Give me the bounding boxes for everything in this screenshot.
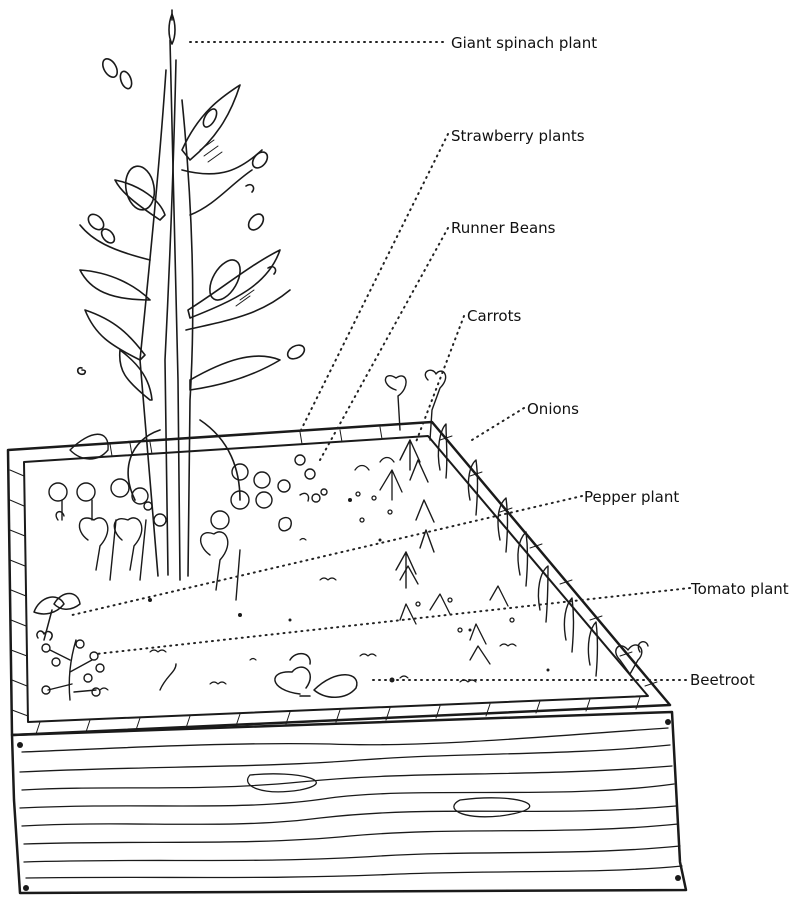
middle-seedlings — [400, 566, 514, 664]
bed-front-planks — [12, 712, 686, 893]
strawberry-drawing — [201, 455, 327, 600]
label-giant-spinach: Giant spinach plant — [451, 34, 597, 52]
pepper-drawing — [34, 594, 80, 641]
leader-onions — [472, 408, 524, 440]
label-carrots: Carrots — [467, 307, 521, 325]
runner-beans-drawing — [355, 458, 402, 523]
giant-spinach-drawing — [78, 10, 307, 580]
leader-strawberry — [300, 134, 448, 432]
onions-drawing — [438, 424, 648, 676]
leader-carrots — [416, 316, 464, 442]
label-beetroot: Beetroot — [690, 671, 755, 689]
soil-texture — [100, 539, 516, 691]
carrots-drawing — [385, 370, 445, 588]
tomato-drawing — [42, 640, 176, 700]
label-strawberry-plants: Strawberry plants — [451, 127, 585, 145]
label-pepper-plant: Pepper plant — [584, 488, 679, 506]
beetroot-drawing — [275, 654, 357, 698]
label-runner-beans: Runner Beans — [451, 219, 555, 237]
label-tomato-plant: Tomato plant — [691, 580, 789, 598]
leader-pepper — [68, 496, 582, 616]
bed-rim — [8, 422, 670, 735]
label-onions: Onions — [527, 400, 579, 418]
